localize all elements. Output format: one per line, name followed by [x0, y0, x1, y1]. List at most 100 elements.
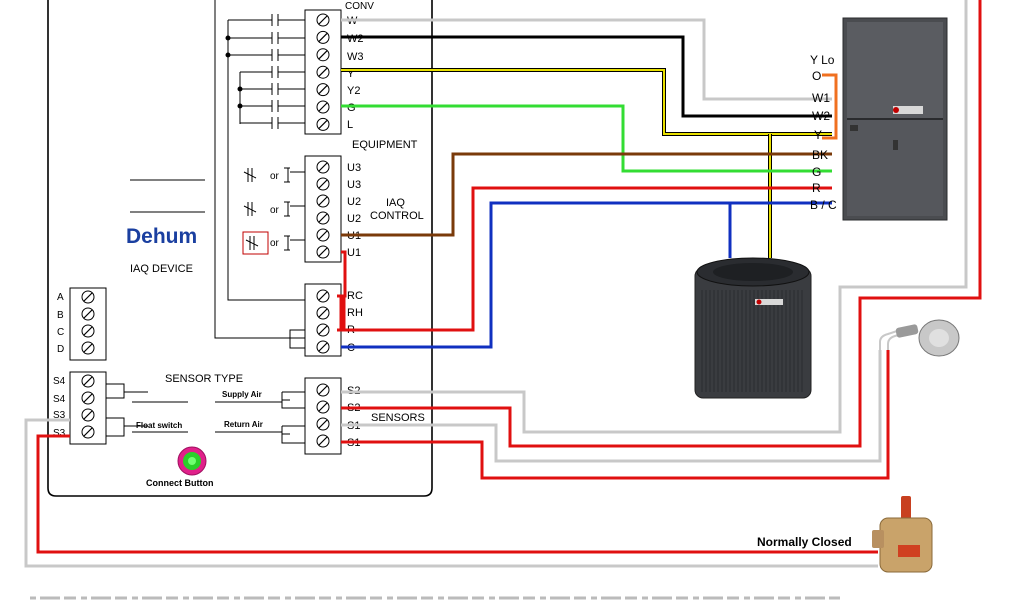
- abcd-screw-slot-3: [83, 326, 93, 336]
- sensors-terminal-block: [304, 377, 342, 455]
- furnace-label-bk: BK: [812, 148, 828, 162]
- iaq-screw-slot-5: [318, 230, 328, 240]
- terminal-label-w3: W3: [347, 51, 364, 63]
- furnace-label-ylo: Y Lo: [810, 53, 835, 67]
- connect-button[interactable]: [177, 446, 207, 476]
- sensor-type-label: SENSOR TYPE: [165, 373, 243, 385]
- equipment-relay-symbols: [225, 14, 305, 301]
- control-panel: [47, 0, 433, 497]
- furnace-label-r: R: [812, 181, 821, 195]
- wire-brown-bk: [341, 152, 832, 237]
- s-screw-slot-3: [83, 410, 93, 420]
- humidity-sensor: [879, 319, 960, 357]
- label-b: B: [57, 310, 64, 321]
- abcd-screw-slot-4: [83, 343, 93, 353]
- iaq-label: IAQ: [386, 197, 405, 209]
- terminal-label-y: Y: [347, 68, 355, 80]
- iaq-screw-slot-4: [318, 213, 328, 223]
- wire-white-s3: [24, 418, 878, 568]
- terminal-label-w2: W2: [347, 33, 364, 45]
- iaq-terminal-block: [304, 155, 342, 263]
- wire-white-w: [341, 18, 832, 101]
- iaq-relay-symbols: [242, 167, 305, 255]
- power-terminal-block: [304, 283, 342, 357]
- wires: [24, 0, 982, 568]
- equipment-screw-slot-4: [318, 67, 328, 77]
- label-s4b: S4: [53, 394, 66, 405]
- terminal-label-rc: RC: [347, 290, 363, 302]
- or-label-3: or: [270, 238, 280, 249]
- power-screw-slot-3: [318, 325, 328, 335]
- power-screw-slot-4: [318, 342, 328, 352]
- conv-label: CONV: [345, 1, 374, 12]
- or-label-2: or: [270, 205, 280, 216]
- sensor-screw-slot-3: [318, 419, 328, 429]
- terminal-label-rh: RH: [347, 307, 363, 319]
- connect-button-label: Connect Button: [146, 478, 214, 488]
- control-label: CONTROL: [370, 210, 424, 222]
- sensor-type-brackets: [106, 383, 148, 437]
- terminal-label-g: G: [347, 102, 356, 114]
- furnace: [842, 17, 948, 221]
- return-air-label: Return Air: [224, 420, 263, 429]
- wire-red-s2b: [341, 0, 982, 448]
- supply-air-label: Supply Air: [222, 390, 262, 399]
- wire-white-s1a: [341, 350, 882, 463]
- equipment-screw-slot-7: [318, 119, 328, 129]
- dehum-label: Dehum: [126, 225, 197, 248]
- s-screw-slot-2: [83, 393, 93, 403]
- normally-closed-label: Normally Closed: [757, 535, 852, 549]
- s-screw-slot-1: [83, 376, 93, 386]
- abcd-terminal-block: [69, 287, 107, 361]
- equipment-screw-slot-3: [318, 50, 328, 60]
- iaq-screw-slot-3: [318, 196, 328, 206]
- label-c: C: [57, 327, 64, 338]
- wire-blue-c: [341, 201, 832, 349]
- iaq-device-lines: [130, 179, 205, 213]
- sensor-screw-slot-2: [318, 402, 328, 412]
- iaq-device-label: IAQ DEVICE: [130, 263, 193, 275]
- wire-white-s2a: [341, 0, 968, 434]
- iaq-screw-slot-6: [318, 247, 328, 257]
- terminal-label-u3a: U3: [347, 162, 361, 174]
- or-label-1: or: [270, 171, 280, 182]
- wire-yellow-y: [341, 68, 832, 136]
- furnace-label-g: G: [812, 165, 821, 179]
- label-s4a: S4: [53, 376, 66, 387]
- power-bracket: [289, 329, 306, 349]
- s-terminal-block: [69, 371, 107, 445]
- furnace-terminal-labels: Y Lo O W1 W2 Y BK G R B / C: [810, 53, 837, 212]
- terminal-label-u2a: U2: [347, 196, 361, 208]
- equipment-screw-slot-1: [318, 15, 328, 25]
- red-jumpers: [337, 250, 347, 332]
- label-s3a: S3: [53, 410, 66, 421]
- terminal-label-u3b: U3: [347, 179, 361, 191]
- power-terminal-labels: RC RH R C: [347, 290, 363, 354]
- terminal-label-u2b: U2: [347, 213, 361, 225]
- wire-green-g: [341, 104, 832, 173]
- wire-black-w2: [341, 35, 832, 118]
- terminal-label-y2: Y2: [347, 85, 360, 97]
- equipment-screw-slot-2: [318, 32, 328, 42]
- terminal-label-u1b: U1: [347, 247, 361, 259]
- iaq-screw-slot-1: [318, 162, 328, 172]
- equipment-screw-slot-6: [318, 102, 328, 112]
- wire-red-s3: [36, 434, 878, 554]
- iaq-screw-slot-2: [318, 179, 328, 189]
- terminal-label-l: L: [347, 119, 353, 131]
- equipment-screw-slot-5: [318, 85, 328, 95]
- label-a: A: [57, 292, 64, 303]
- sensor-screw-slot-4: [318, 436, 328, 446]
- s-labels: S4 S4 S3 S3: [53, 376, 66, 439]
- power-screw-slot-1: [318, 291, 328, 301]
- float-switch-label: Float switch: [136, 421, 182, 430]
- iaq-terminal-labels: U3 U3 U2 U2 U1 U1: [347, 162, 361, 259]
- furnace-label-bc: B / C: [810, 198, 837, 212]
- float-switch-device: [872, 496, 933, 573]
- abcd-screw-slot-2: [83, 309, 93, 319]
- power-screw-slot-2: [318, 308, 328, 318]
- sensor-screw-slot-1: [318, 385, 328, 395]
- abcd-screw-slot-1: [83, 292, 93, 302]
- label-s3b: S3: [53, 428, 66, 439]
